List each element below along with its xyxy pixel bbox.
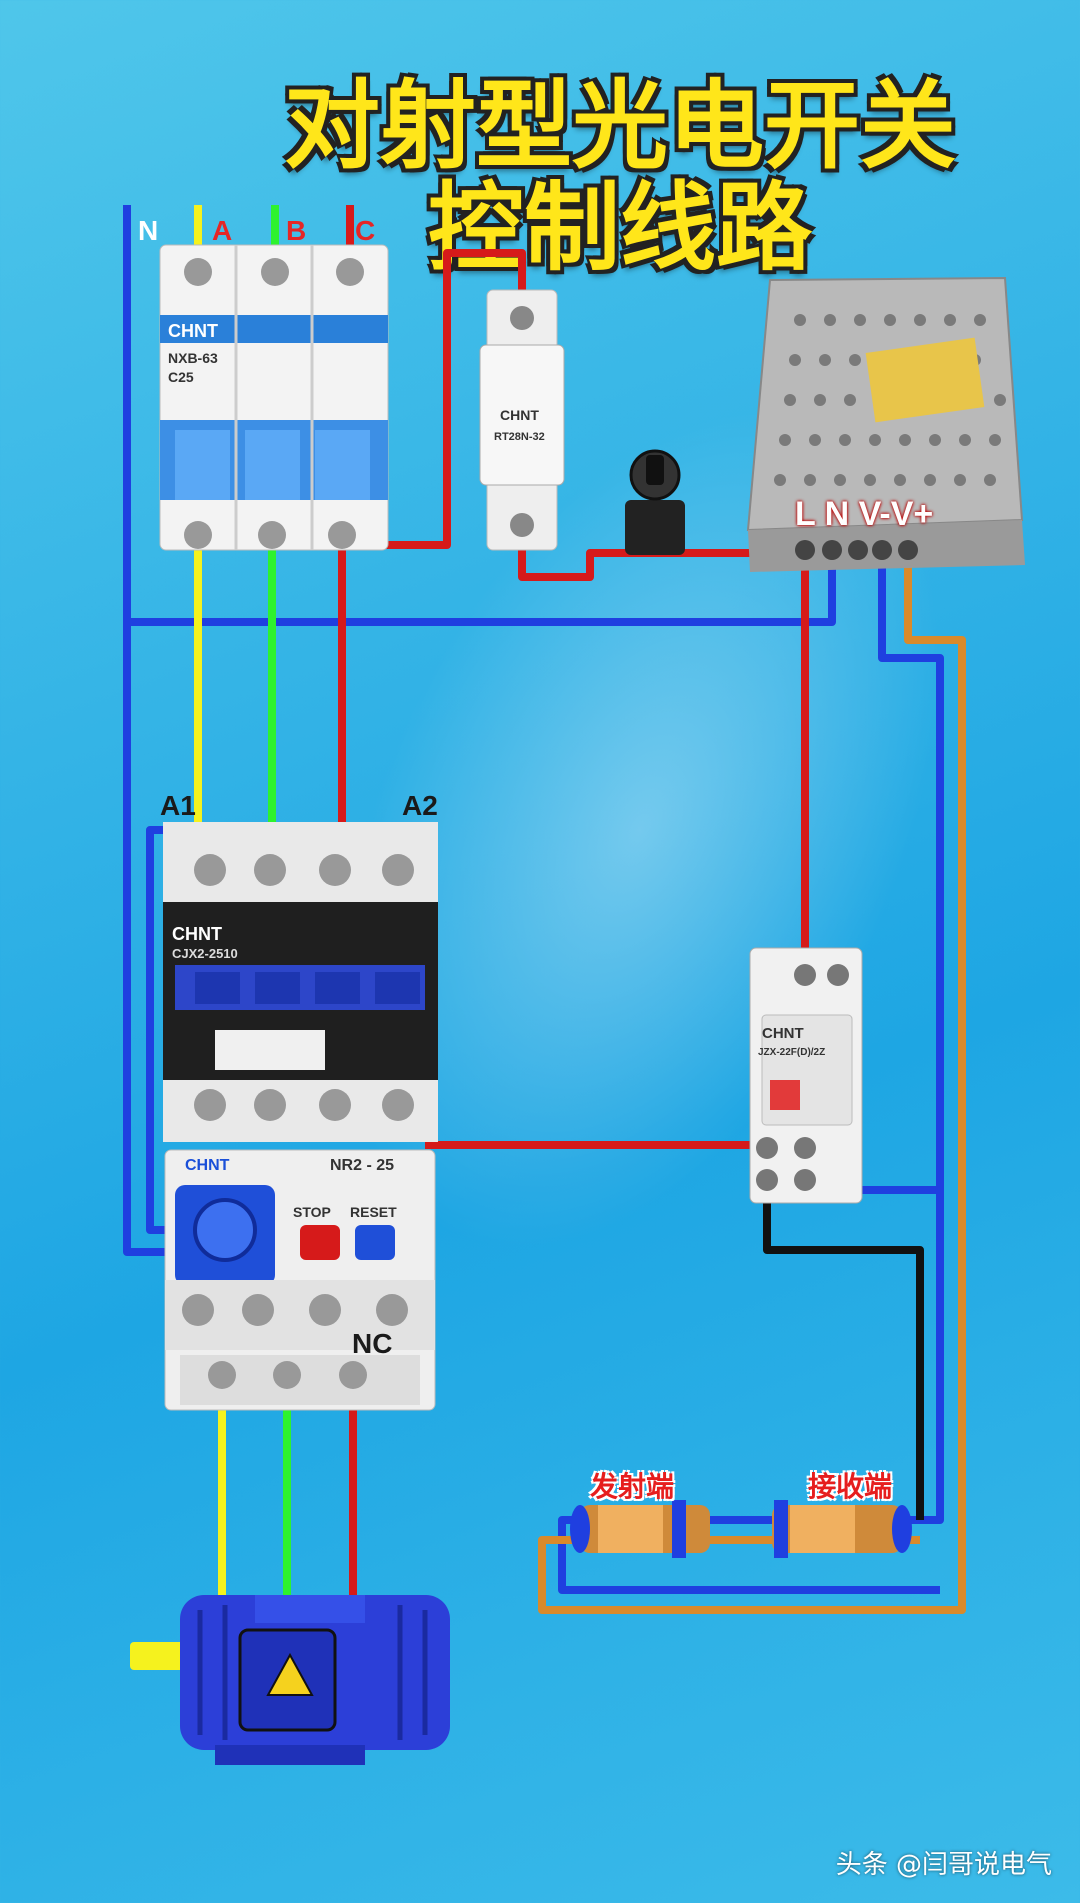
emitter-label: 发射端 — [590, 1470, 675, 1503]
breaker-rating: C25 — [168, 369, 194, 385]
fuse-holder — [479, 289, 565, 551]
circuit-breaker — [159, 244, 389, 551]
title-line-2: 控制线路 — [428, 172, 812, 284]
emitter-sensor — [570, 1500, 710, 1558]
overload-stop-label: STOP — [293, 1204, 331, 1220]
wire-neutral-psu — [127, 560, 836, 626]
fuse-brand: CHNT — [500, 407, 539, 423]
label-phase-c: C — [355, 215, 376, 246]
contactor-model: CJX2-2510 — [172, 946, 238, 961]
fuse-model: RT28N-32 — [494, 431, 545, 443]
wire-dc-negative — [558, 560, 944, 1594]
thermal-overload-relay — [164, 1149, 436, 1411]
wire-fuse-out — [518, 530, 660, 581]
switching-power-supply — [746, 276, 1025, 572]
label-phase-a: A — [212, 215, 233, 246]
relay-brand: CHNT — [762, 1025, 804, 1042]
relay-model: JZX-22F(D)/2Z — [758, 1047, 825, 1058]
psu-terminal-labels: L N V-V+ — [795, 495, 934, 533]
wire-dc-positive — [538, 560, 966, 1614]
title-line-1: 对射型光电开关 — [284, 70, 956, 182]
overload-model: NR2 - 25 — [330, 1157, 394, 1174]
selector-switch — [625, 449, 685, 555]
intermediate-relay — [749, 947, 863, 1204]
receiver-sensor — [772, 1500, 912, 1558]
wire-signal — [763, 1190, 924, 1520]
wire-fuse-feed — [342, 249, 526, 549]
overload-reset-label: RESET — [350, 1204, 397, 1220]
label-nc: NC — [352, 1328, 393, 1359]
contactor-brand: CHNT — [172, 924, 222, 944]
overload-brand: CHNT — [185, 1157, 230, 1174]
three-phase-motor — [130, 1595, 450, 1765]
breaker-brand: CHNT — [168, 321, 218, 341]
label-a1: A1 — [160, 790, 196, 821]
breaker-model: NXB-63 — [168, 350, 218, 366]
label-neutral: N — [138, 215, 159, 246]
label-phase-b: B — [286, 215, 307, 246]
label-a2: A2 — [402, 790, 438, 821]
contactor — [163, 822, 438, 1142]
receiver-label: 接收端 — [808, 1470, 893, 1503]
watermark: 头条 @闫哥说电气 — [835, 1850, 1052, 1880]
